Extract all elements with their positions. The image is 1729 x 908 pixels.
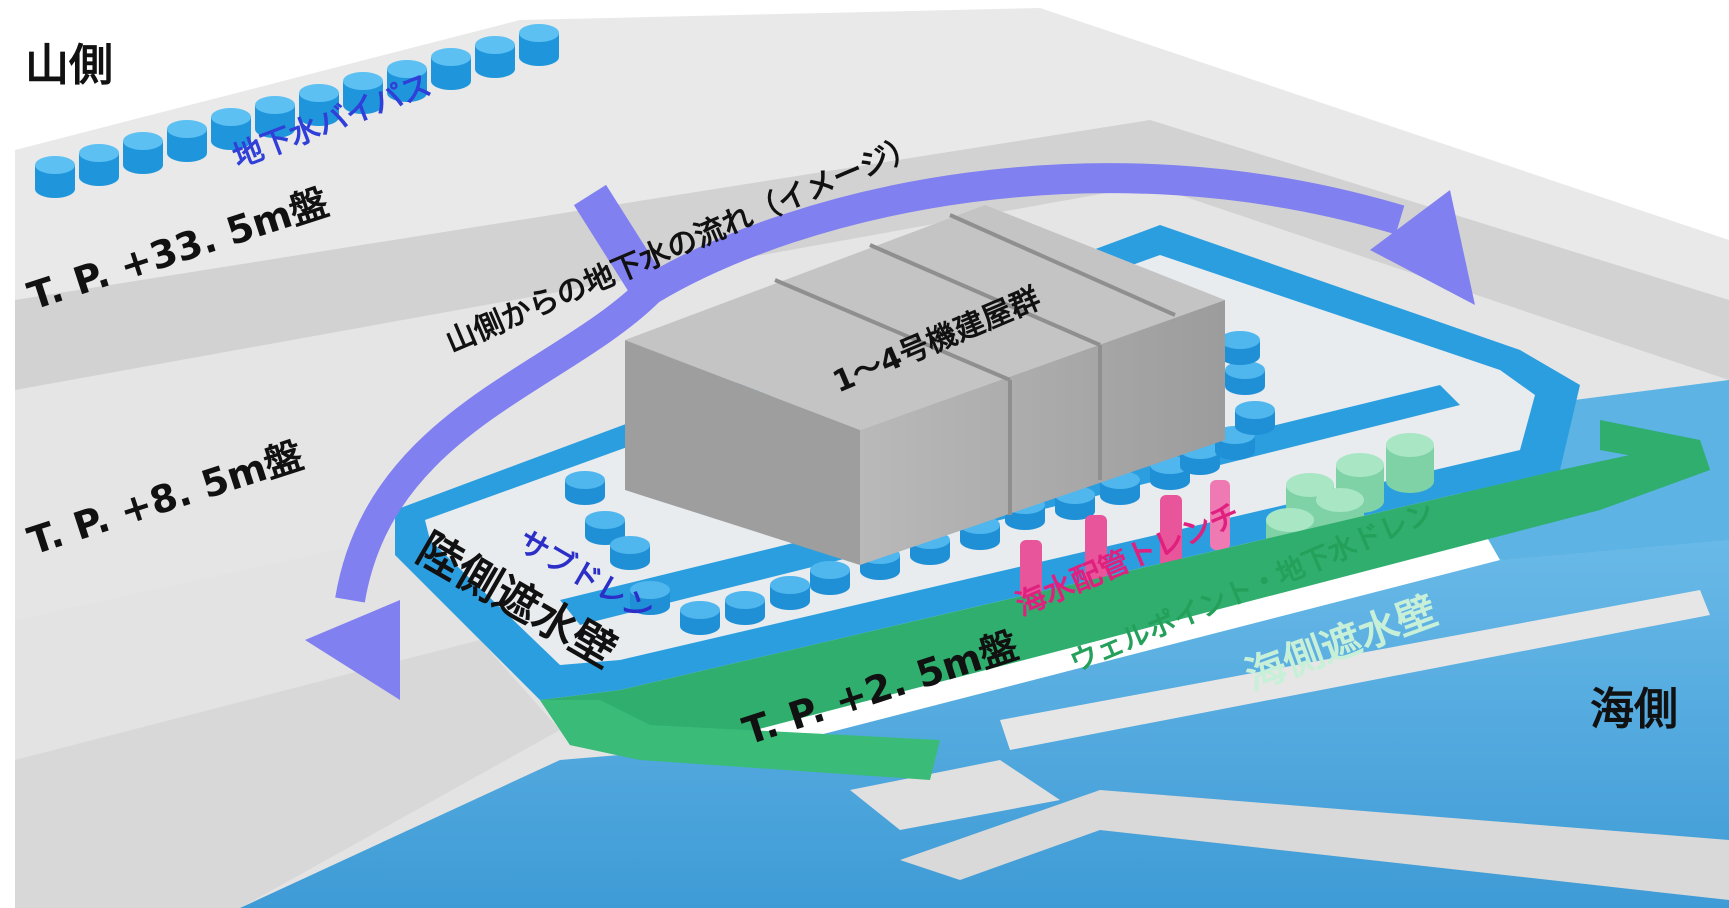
subdrain-wells <box>565 331 1275 635</box>
subdrain-well <box>585 511 625 545</box>
bypass-well <box>255 96 295 138</box>
groundwater-flow-arrow <box>305 163 1475 700</box>
pier-upper <box>1000 590 1710 750</box>
bypass-well <box>79 144 119 186</box>
wellpoint-tanks <box>1266 433 1434 568</box>
bypass-well <box>519 24 559 66</box>
building-divider-2 <box>869 243 1101 347</box>
wellpoint-tank <box>1386 433 1434 493</box>
sea-wall-right <box>1600 420 1710 470</box>
building-divider-3 <box>949 213 1176 317</box>
sea-wall-front <box>540 700 940 780</box>
pier-lower <box>900 790 1729 900</box>
subdrain-well <box>810 561 850 595</box>
building-right <box>860 300 1225 565</box>
subdrain-well <box>770 576 810 610</box>
mountain-side-label: 山側 <box>25 40 113 91</box>
building-divider-1 <box>774 278 1011 382</box>
bypass-well <box>475 36 515 78</box>
bypass-well <box>35 156 75 198</box>
subdrain-well <box>630 581 670 615</box>
flow-arrow-left <box>335 279 661 603</box>
reactor-buildings <box>625 205 1225 565</box>
subdrain-well <box>1235 401 1275 435</box>
bypass-well <box>343 72 383 114</box>
sea-wall-body <box>540 440 1710 760</box>
subdrain-well <box>565 471 605 505</box>
subdrain-well <box>1220 331 1260 365</box>
bypass-well <box>211 108 251 150</box>
bypass-well <box>299 84 339 126</box>
subdrain-well <box>610 536 650 570</box>
sea-side-wall <box>540 420 1710 780</box>
bypass-well <box>387 60 427 102</box>
groundwater-bypass-wells <box>35 24 559 198</box>
building-front <box>625 340 860 565</box>
flow-arrow-trunk <box>573 184 667 301</box>
subdrain-well <box>680 601 720 635</box>
trench-3 <box>1160 495 1182 575</box>
bypass-well <box>167 120 207 162</box>
subdrain-well <box>725 591 765 625</box>
bypass-well <box>123 132 163 174</box>
pier-mid <box>850 760 1060 830</box>
flow-arrow-left-head <box>305 600 400 700</box>
subdrain-well <box>1225 361 1265 395</box>
ground-edge <box>15 640 560 908</box>
flow-arrow-right-head <box>1370 190 1475 305</box>
sea-side-label: 海側 <box>1590 684 1678 735</box>
trench-4 <box>1210 480 1230 550</box>
flow-arrow-right <box>642 163 1405 303</box>
building-top <box>625 205 1225 430</box>
bypass-well <box>431 48 471 90</box>
